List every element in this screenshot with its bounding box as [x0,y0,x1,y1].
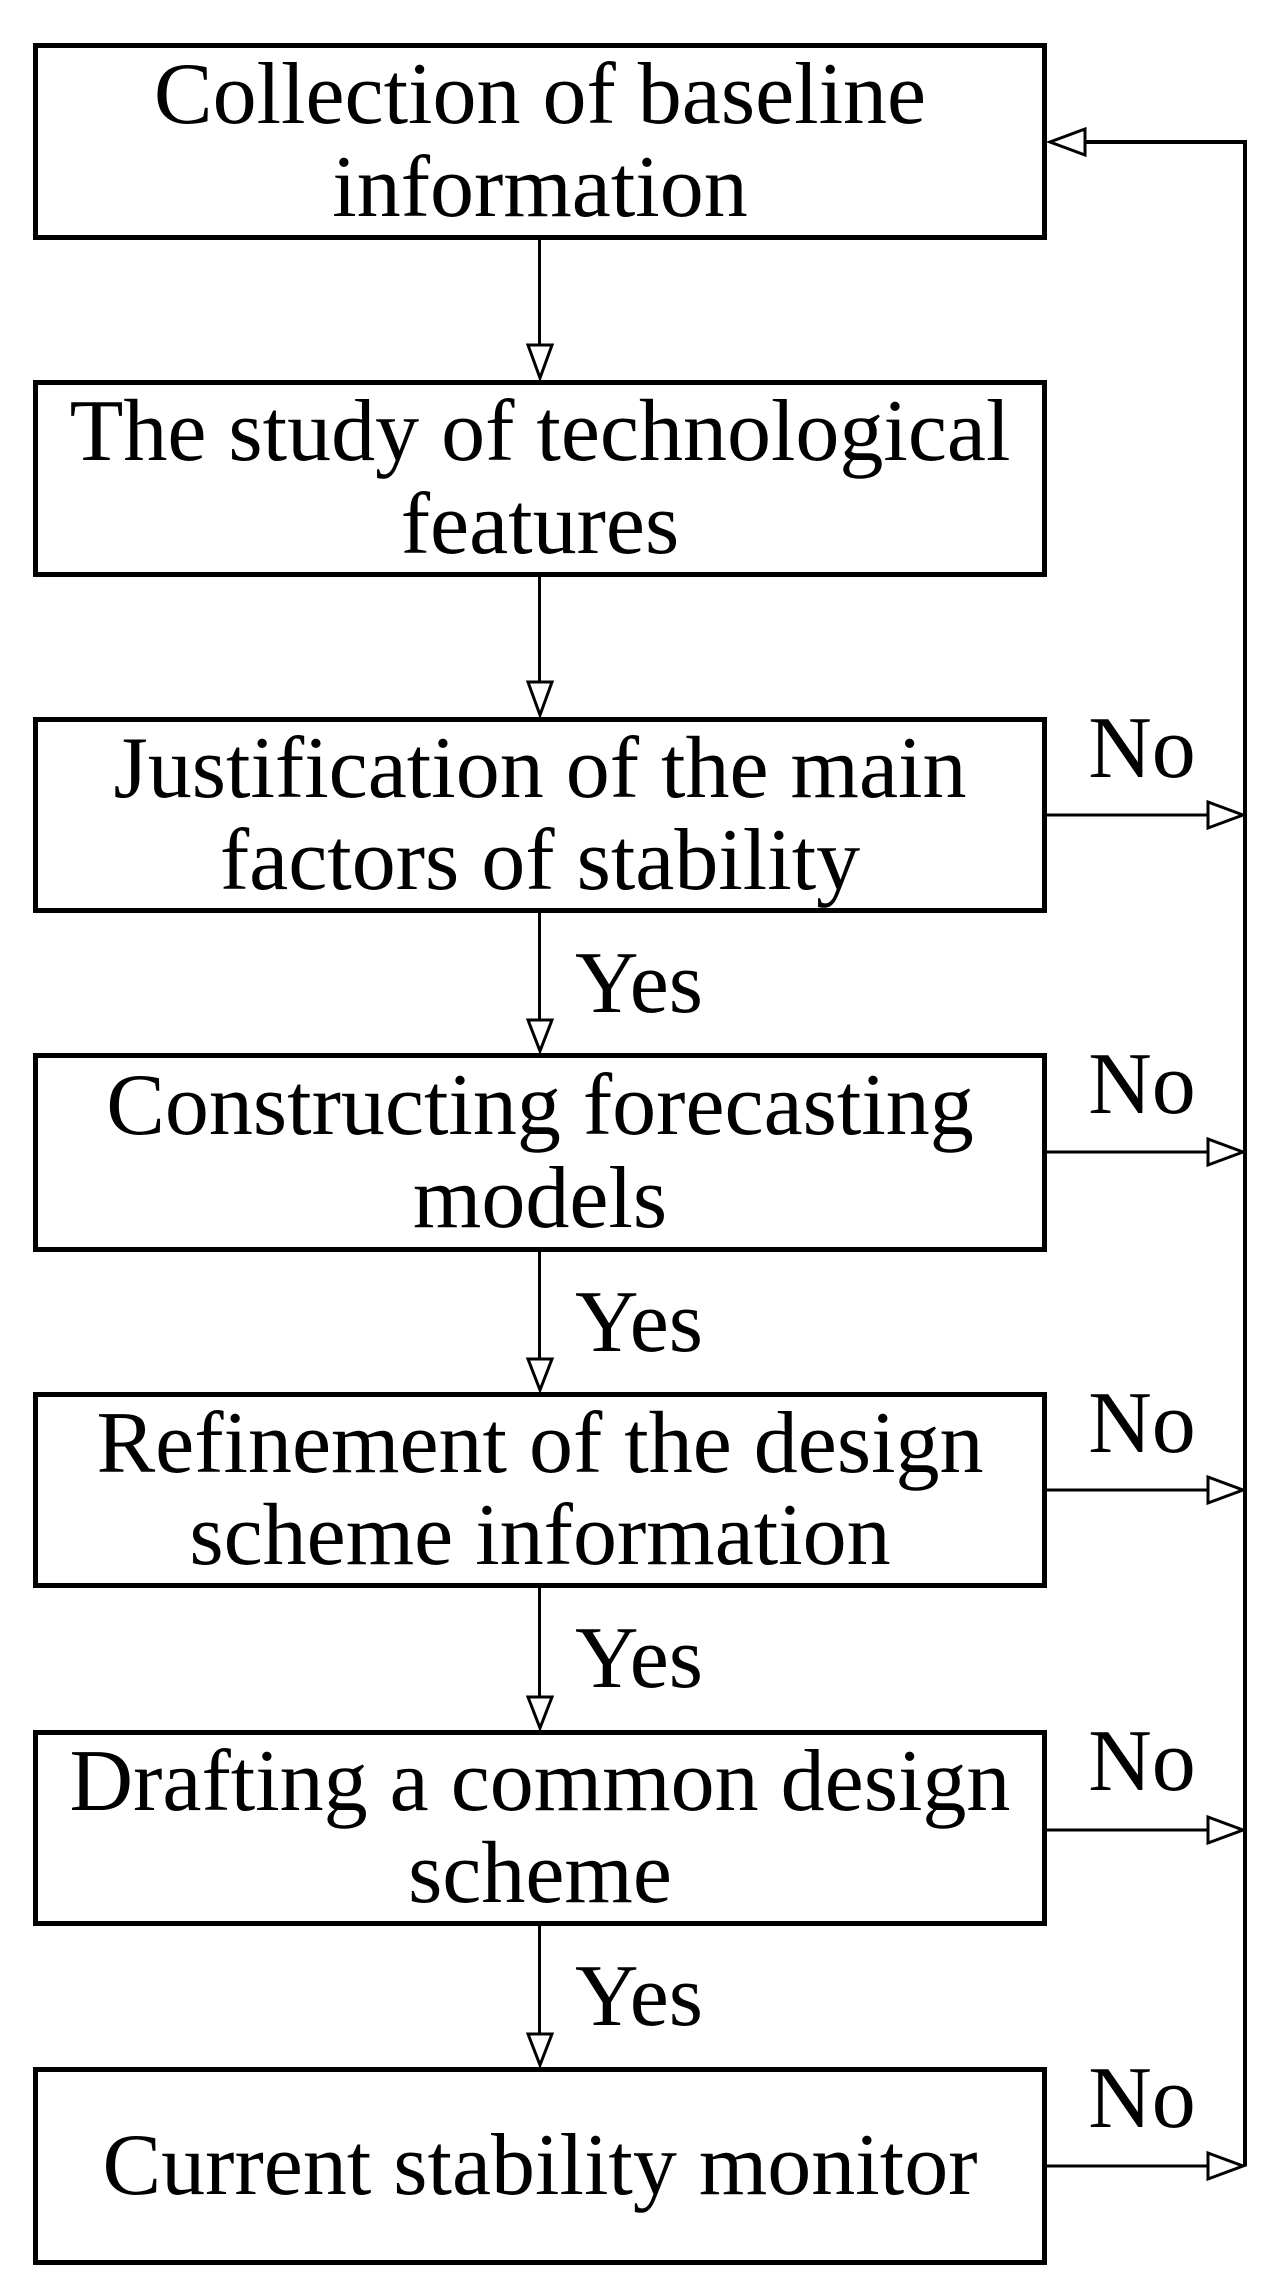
box-label: Refinement of the design scheme informat… [96,1394,984,1584]
flow-box-stability-monitor: Current stability monitor [33,2067,1047,2265]
edge-feedback-loop [1045,126,1247,2166]
no-label-drafting: No [1088,1713,1196,1810]
yes-label-constructing: Yes [575,1274,704,1371]
flow-box-drafting-scheme: Drafting a common design scheme [33,1730,1047,1926]
edge-no-constructing [1046,1136,1248,1168]
edge-no-drafting [1046,1814,1248,1846]
flow-box-constructing-forecasting: Constructing forecasting models [33,1053,1047,1252]
no-label-justification: No [1088,700,1196,797]
arrowhead-right-icon [1206,1136,1248,1168]
box-label: Collection of baseline information [153,46,927,236]
no-label-monitor: No [1088,2050,1196,2147]
arrowhead-down-icon [525,1357,555,1395]
box-label: Constructing forecasting models [106,1057,974,1247]
arrowhead-down-icon [525,680,555,720]
flow-box-refinement-design: Refinement of the design scheme informat… [33,1392,1047,1588]
arrowhead-down-icon [525,1018,555,1056]
yes-label-justification: Yes [575,935,704,1032]
edge-justification-to-constructing [525,913,555,1056]
box-label: Current stability monitor [102,2116,978,2214]
edge-no-refinement [1046,1474,1248,1506]
edge-refinement-to-drafting [525,1588,555,1733]
box-label: Drafting a common design scheme [69,1732,1011,1922]
edge-study-to-justification [525,577,555,720]
no-label-refinement: No [1088,1375,1196,1472]
edge-drafting-to-monitor [525,1926,555,2070]
arrowhead-down-icon [525,2032,555,2070]
arrowhead-down-icon [525,343,555,383]
yes-label-refinement: Yes [575,1610,704,1707]
yes-label-drafting: Yes [575,1948,704,2045]
edge-constructing-to-refinement [525,1252,555,1395]
edge-no-justification [1046,799,1248,831]
arrowhead-right-icon [1206,1474,1248,1506]
arrowhead-right-icon [1206,1814,1248,1846]
arrowhead-right-icon [1206,799,1248,831]
arrowhead-left-icon [1045,126,1087,158]
flow-box-justification-stability: Justification of the main factors of sta… [33,717,1047,913]
no-label-constructing: No [1088,1036,1196,1133]
flow-box-collection-baseline: Collection of baseline information [33,43,1047,240]
arrowhead-down-icon [525,1695,555,1733]
edge-no-monitor [1046,2150,1248,2182]
box-label: The study of technological features [69,383,1011,573]
flow-box-study-technological: The study of technological features [33,380,1047,577]
edge-collection-to-study [525,240,555,383]
box-label: Justification of the main factors of sta… [113,719,967,909]
arrowhead-right-icon [1206,2150,1248,2182]
